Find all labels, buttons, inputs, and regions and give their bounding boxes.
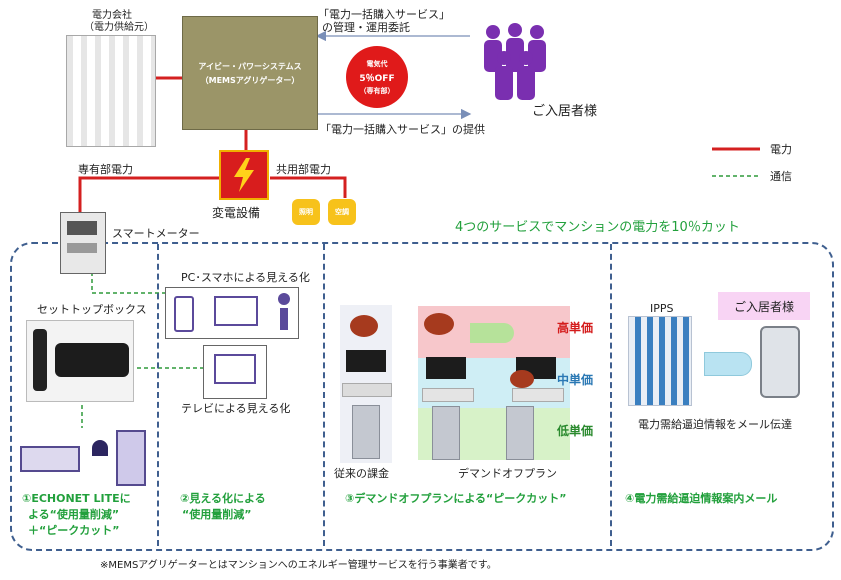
service-1-line3: ＋“ピークカット”	[28, 524, 120, 537]
residents-icon	[484, 23, 546, 100]
price-low-label: 低単価	[557, 424, 594, 438]
aggregator-box: アイビー・パワーシステムス （MEMSアグリゲーター）	[182, 16, 318, 130]
substation-box	[219, 150, 269, 200]
resident-box: ご入居者様	[718, 292, 810, 320]
power-company-sublabel: （電力供給元）	[84, 22, 154, 33]
service-1-line2: よる“使用量削減”	[28, 508, 120, 521]
private-power-label: 専有部電力	[78, 163, 133, 176]
discount-scope: （専有部）	[359, 86, 395, 95]
tv-icon	[346, 350, 386, 372]
power-line-private	[78, 176, 220, 212]
set-top-box-icon	[55, 343, 129, 377]
price-mid-label: 中単価	[557, 373, 594, 387]
smart-meter-label: スマートメーター	[112, 227, 200, 240]
divider-2	[323, 244, 325, 546]
pc-visual-label: PC･スマホによる見える化	[181, 271, 310, 284]
conventional-label: 従来の課金	[334, 467, 389, 480]
tv-icon	[214, 354, 256, 384]
service-4-label: ④電力需給逼迫情報案内メール	[625, 492, 778, 505]
remote-icon	[33, 329, 47, 391]
divider-3	[610, 244, 612, 546]
set-top-box-label: セットトップボックス	[37, 303, 147, 316]
discount-badge: 電気代 5％OFF （専有部）	[346, 46, 408, 108]
lighting-badge: 照明	[292, 199, 320, 225]
shift-arrow	[470, 323, 514, 343]
legend-comm-label: 通信	[770, 170, 792, 183]
vacuum-icon-2	[510, 370, 534, 388]
mail-arrow	[704, 352, 752, 376]
vacuum-icon	[424, 313, 454, 335]
aircon-icon	[20, 446, 80, 472]
power-line-common	[270, 176, 347, 198]
smartphone-icon	[174, 296, 194, 332]
ipps-building-icon	[628, 316, 692, 406]
pc-visual-panel	[165, 287, 299, 339]
service-3-label: ③デマンドオフプランによる“ピークカット”	[345, 492, 567, 505]
aggregator-role: （MEMSアグリゲーター）	[200, 75, 300, 85]
appliances-panel	[14, 430, 146, 486]
person-icon	[278, 293, 290, 305]
building-icon	[66, 35, 156, 147]
fridge-icon	[352, 405, 380, 459]
vacuum-icon	[350, 315, 378, 337]
smart-meter-icon	[60, 212, 106, 274]
comm-line-pc	[91, 272, 170, 294]
arrow-bottom-label: 「電力一括購入サービス」の提供	[320, 123, 485, 136]
fridge-icon	[432, 406, 460, 460]
tv-visual-label: テレビによる見える化	[181, 402, 291, 415]
discount-value: 5％OFF	[359, 73, 395, 84]
service-2-line1: ②見える化による	[180, 492, 266, 505]
service-2-line2: “使用量削減”	[182, 508, 252, 521]
tv-icon	[426, 357, 466, 379]
tv-panel	[203, 345, 267, 399]
aircon-icon	[342, 383, 392, 397]
aircon-badge: 空調	[328, 199, 356, 225]
mail-text: 電力需給逼迫情報をメール伝達	[638, 418, 792, 431]
monitor-icon	[214, 296, 258, 326]
footnote: ※MEMSアグリゲーターとはマンションへのエネルギー管理サービスを行う事業者です…	[100, 560, 497, 571]
power-company-label: 電力会社	[92, 10, 132, 21]
arrow-top-line2: の管理・運用委託	[322, 21, 410, 34]
services-frame	[10, 242, 834, 551]
aircon-icon	[422, 388, 474, 402]
demand-plan-label: デマンドオフプラン	[458, 467, 557, 480]
fridge-icon-2	[506, 406, 534, 460]
aggregator-name: アイビー・パワーシステムス	[198, 61, 302, 71]
light-icon	[92, 440, 108, 456]
divider-1	[157, 244, 159, 546]
set-top-box-photo	[26, 320, 134, 402]
substation-label: 変電設備	[212, 206, 261, 220]
common-power-label: 共用部電力	[276, 163, 331, 176]
ipps-label: IPPS	[650, 302, 674, 315]
price-high-label: 高単価	[557, 321, 594, 335]
legend-power-label: 電力	[770, 143, 792, 156]
service-1-line1: ①ECHONET LITEに	[22, 492, 131, 505]
discount-label: 電気代	[366, 59, 388, 68]
arrow-top-line1: 「電力一括購入サービス」	[318, 8, 450, 21]
smartphone-icon	[760, 326, 800, 398]
conventional-column	[340, 305, 392, 463]
fridge-icon	[116, 430, 146, 486]
headline: 4つのサービスでマンションの電力を10％カット	[455, 220, 740, 235]
lightning-icon	[234, 158, 254, 192]
residents-label: ご入居者様	[532, 104, 598, 119]
aircon-icon-2	[512, 388, 564, 402]
